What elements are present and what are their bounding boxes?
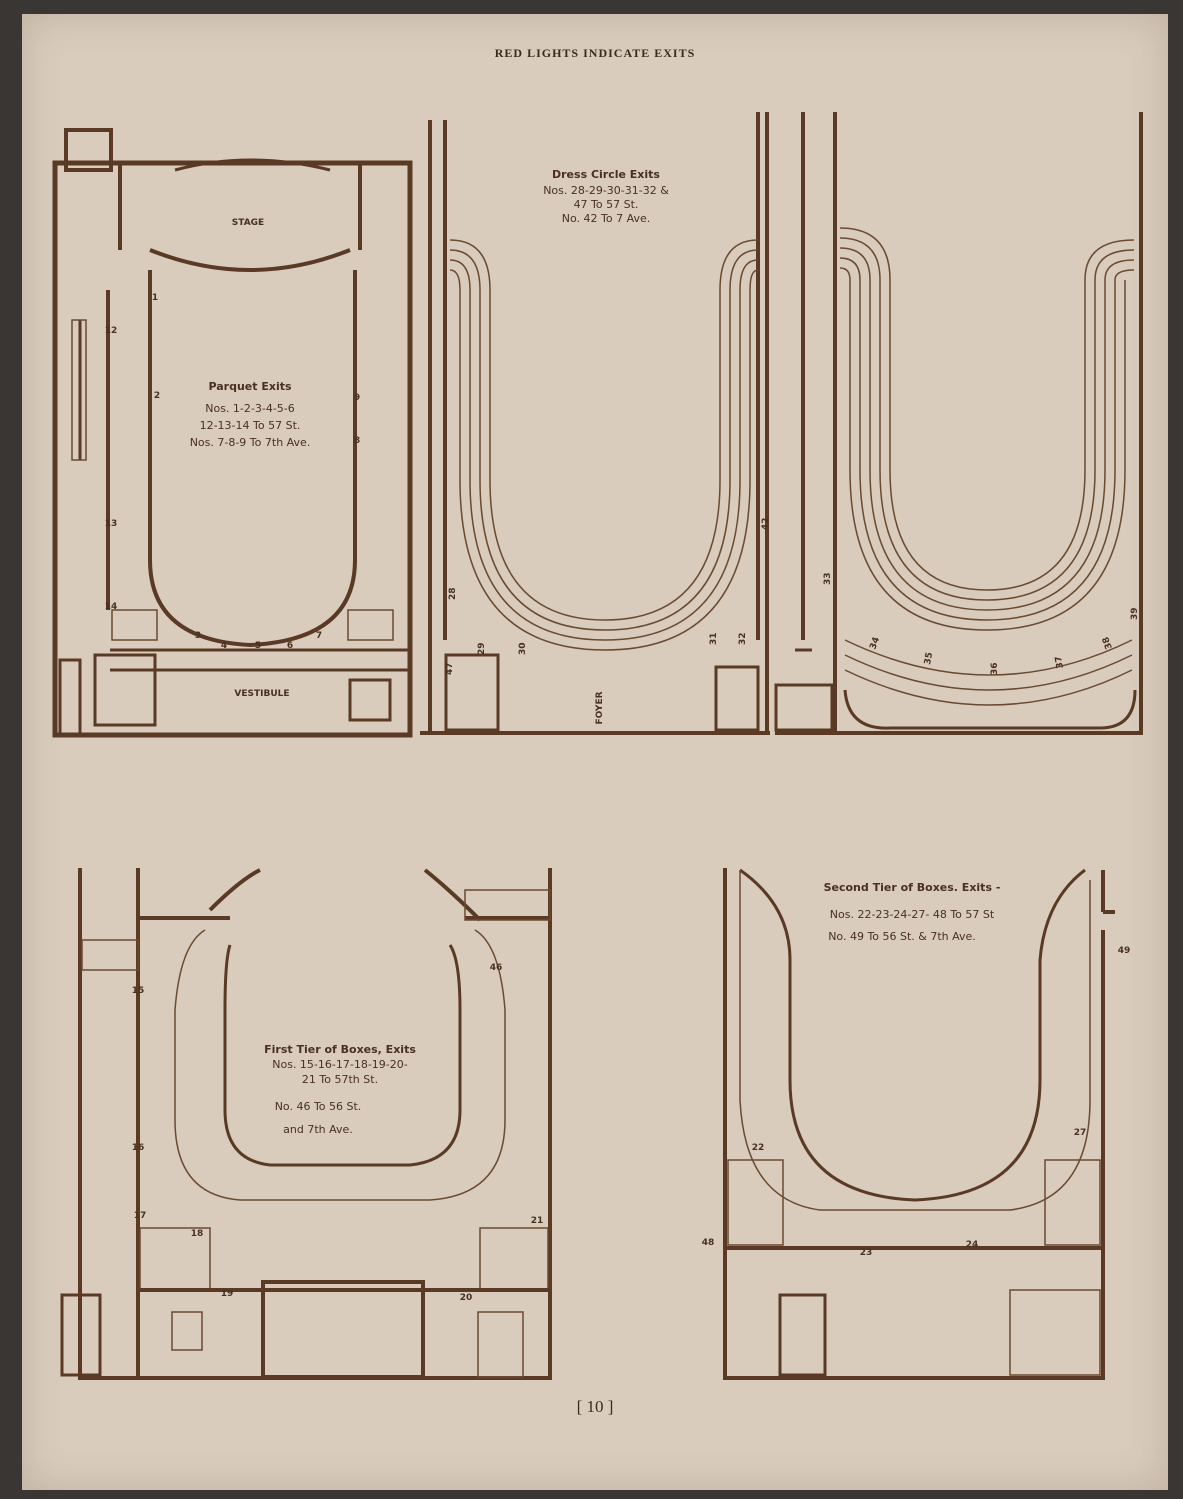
first-tier-line2: 21 To 57th St.: [302, 1073, 378, 1086]
first-tier-line1: Nos. 15-16-17-18-19-20-: [272, 1058, 408, 1071]
exit-14-label: 14: [105, 602, 118, 612]
first-tier-title: First Tier of Boxes, Exits: [264, 1043, 416, 1056]
exit-4-label: 4: [221, 641, 227, 651]
exit-9-label: 9: [354, 393, 360, 403]
page-header: RED LIGHTS INDICATE EXITS: [494, 46, 696, 60]
exit-29-label: 29: [477, 642, 487, 655]
exit-16-label: 16: [132, 1143, 145, 1153]
exit-3-label: 3: [195, 631, 201, 641]
floor-plans: STAGE VESTIBULE Parquet Exits Nos. 1-2-3…: [52, 112, 1143, 1380]
exit-34-label: 34: [868, 636, 882, 651]
second-tier-plan: Second Tier of Boxes. Exits - Nos. 22-23…: [702, 868, 1131, 1380]
page-number: [ 10 ]: [576, 1397, 614, 1416]
exit-1-label: 1: [152, 293, 158, 303]
exit-38-label: 38: [1101, 635, 1115, 650]
exit-12-label: 12: [105, 326, 118, 336]
second-tier-line1: Nos. 22-23-24-27- 48 To 57 St: [830, 908, 995, 921]
exit-42-label: 42: [761, 517, 771, 530]
exit-8-label: 8: [354, 436, 360, 446]
exit-49-label: 49: [1118, 946, 1131, 956]
exit-2-label: 2: [154, 391, 160, 401]
dress-circle-line2: 47 To 57 St.: [574, 198, 639, 211]
exit-35-label: 35: [923, 651, 935, 665]
first-tier-line3: No. 46 To 56 St.: [275, 1100, 362, 1113]
exit-5-label: 5: [255, 641, 261, 651]
parquet-exits-line2: 12-13-14 To 57 St.: [200, 419, 301, 432]
dress-circle-line1: Nos. 28-29-30-31-32 &: [543, 184, 669, 197]
exit-46-label: 46: [490, 963, 503, 973]
second-tier-line2: No. 49 To 56 St. & 7th Ave.: [828, 930, 976, 943]
exit-32-label: 32: [738, 632, 748, 645]
exit-47-label: 47: [445, 662, 455, 675]
exit-17-label: 17: [134, 1211, 147, 1221]
second-tier-title: Second Tier of Boxes. Exits -: [824, 881, 1001, 894]
exit-15-label: 15: [132, 986, 145, 996]
exit-28-label: 28: [448, 587, 458, 600]
first-tier-plan: First Tier of Boxes, Exits Nos. 15-16-17…: [60, 868, 552, 1380]
exit-20-label: 20: [460, 1293, 473, 1303]
exit-39-label: 39: [1130, 607, 1140, 620]
first-tier-line4: and 7th Ave.: [283, 1123, 353, 1136]
dress-circle-line3: No. 42 To 7 Ave.: [562, 212, 650, 225]
exit-22-label: 22: [752, 1143, 765, 1153]
foyer-label: FOYER: [595, 691, 605, 724]
exit-13-label: 13: [105, 519, 118, 529]
exit-37-label: 37: [1054, 655, 1066, 669]
exit-7-label: 7: [316, 631, 322, 641]
vestibule-label: VESTIBULE: [234, 689, 289, 699]
dress-circle-plan: Dress Circle Exits Nos. 28-29-30-31-32 &…: [420, 112, 771, 735]
exit-33-label: 33: [823, 572, 833, 585]
stage-label: STAGE: [232, 218, 264, 228]
exit-18-label: 18: [191, 1229, 204, 1239]
exit-31-label: 31: [709, 632, 719, 645]
parquet-exits-line3: Nos. 7-8-9 To 7th Ave.: [190, 436, 311, 449]
exit-48-label: 48: [702, 1238, 715, 1248]
exit-6-label: 6: [287, 641, 293, 651]
parquet-exits-title: Parquet Exits: [208, 380, 292, 393]
exit-23-label: 23: [860, 1248, 873, 1258]
balcony-plan: 33 34 35 36 37 38 39: [774, 112, 1143, 735]
exit-36-label: 36: [990, 662, 1000, 675]
exit-27-label: 27: [1074, 1128, 1087, 1138]
program-page: RED LIGHTS INDICATE EXITS STAGE VESTIBUL…: [22, 14, 1168, 1490]
exit-21-label: 21: [531, 1216, 544, 1226]
exit-30-label: 30: [518, 642, 528, 655]
dress-circle-title: Dress Circle Exits: [552, 168, 660, 181]
exit-19-label: 19: [221, 1289, 234, 1299]
parquet-exits-line1: Nos. 1-2-3-4-5-6: [205, 402, 295, 415]
parquet-plan: STAGE VESTIBULE Parquet Exits Nos. 1-2-3…: [52, 128, 413, 738]
exit-24-label: 24: [966, 1240, 979, 1250]
